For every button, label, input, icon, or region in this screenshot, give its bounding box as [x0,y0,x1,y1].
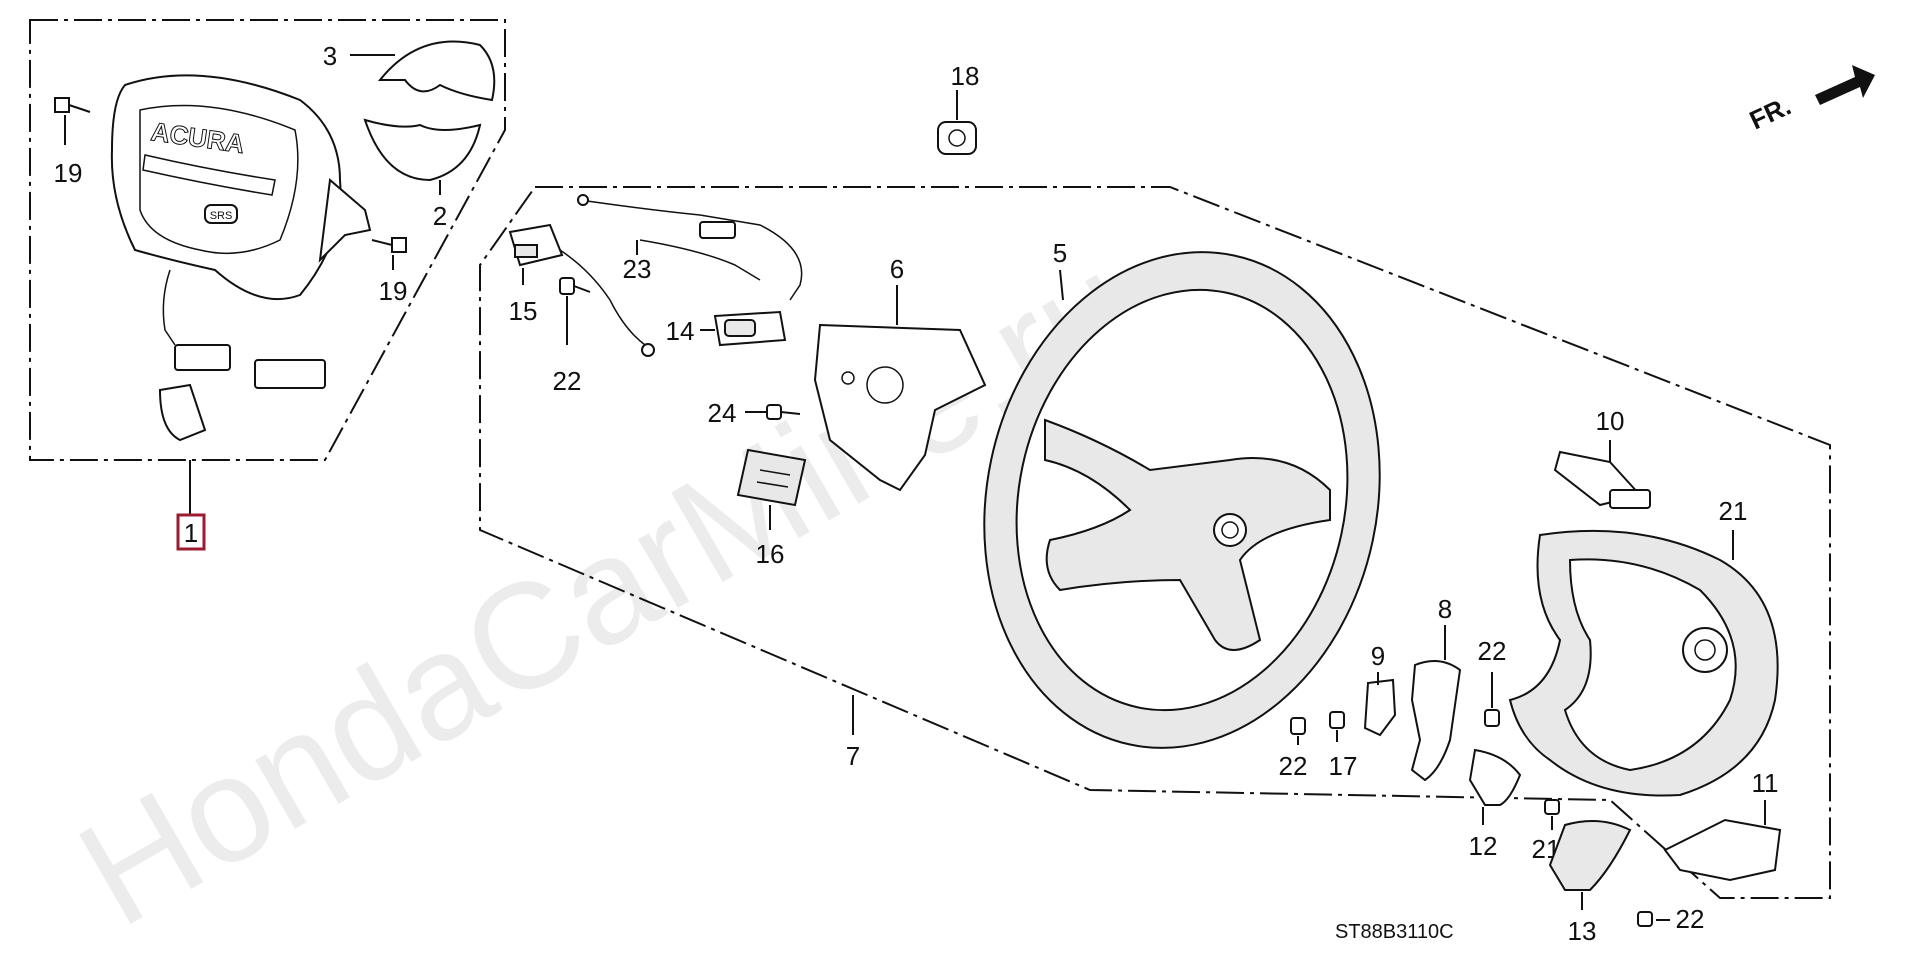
callout-23[interactable]: 23 [623,254,652,284]
callout-17[interactable]: 16 [756,539,785,569]
screw-18[interactable] [1329,711,1345,729]
callout-22c[interactable]: 22 [1279,751,1308,781]
part-1-badge[interactable] [176,513,206,551]
callout-22a[interactable]: 22 [553,366,582,396]
pad-17[interactable] [736,448,807,507]
nut-20[interactable] [937,121,977,155]
callout-1[interactable]: 1 [184,518,198,548]
cover-14[interactable] [1548,820,1632,891]
bolt-19-left[interactable] [54,97,91,113]
steering-wheel-5[interactable] [939,215,1424,785]
airbag-module[interactable]: ACURA SRS [110,74,372,442]
seal-2[interactable] [363,118,482,182]
rear-cover-12[interactable] [1508,529,1779,797]
screw-22-mid[interactable] [1290,717,1306,735]
bracket-6[interactable] [813,323,987,492]
srs-text: SRS [210,210,233,222]
callout-16[interactable]: 15 [509,296,538,326]
callout-5[interactable]: 5 [1053,238,1067,268]
screw-22-left[interactable] [559,277,591,295]
airbag-group-frame [29,19,506,461]
screw-21-top[interactable] [1544,799,1560,815]
callout-14[interactable]: 13 [1568,916,1597,946]
cover-8[interactable] [1663,818,1782,882]
cover-13[interactable] [1468,748,1522,806]
callout-9[interactable]: 10 [1596,406,1625,436]
callout-8[interactable]: 11 [1752,768,1779,798]
cover-9[interactable] [1553,450,1651,509]
srs-badge [204,204,238,224]
callout-13[interactable]: 12 [1469,831,1498,861]
bracket-11[interactable] [1363,678,1397,737]
callout-11[interactable]: 9 [1371,641,1385,671]
callout-10[interactable]: 8 [1438,594,1452,624]
callout-15[interactable]: 14 [666,316,695,346]
callout-20[interactable]: 18 [951,61,980,91]
bolt-19-right[interactable] [371,237,407,253]
callout-18[interactable]: 17 [1329,751,1358,781]
diagram-code: ST88B3110C [1335,921,1454,943]
callout-19a[interactable]: 19 [54,158,83,188]
callout-21b[interactable]: 22 [1676,904,1705,934]
seal-3[interactable] [377,40,496,102]
callout-2[interactable]: 2 [433,201,447,231]
callout-7[interactable]: 7 [846,741,860,771]
screw-22-right[interactable] [1484,709,1500,727]
front-indicator-text: FR. [1745,91,1796,136]
callout-22b[interactable]: 22 [1478,636,1507,666]
callout-3[interactable]: 3 [323,41,337,71]
cover-10[interactable] [1410,660,1462,782]
callout-19b[interactable]: 19 [379,276,408,306]
harness-23[interactable] [577,194,803,301]
front-arrow: FR. [1745,65,1875,135]
screw-21-bottom[interactable] [1637,911,1653,927]
callout-12[interactable]: 21 [1719,496,1748,526]
callout-24[interactable]: 24 [708,398,737,428]
switch-15[interactable] [713,310,787,347]
switch-16[interactable] [508,223,655,357]
callout-6[interactable]: 6 [890,254,904,284]
